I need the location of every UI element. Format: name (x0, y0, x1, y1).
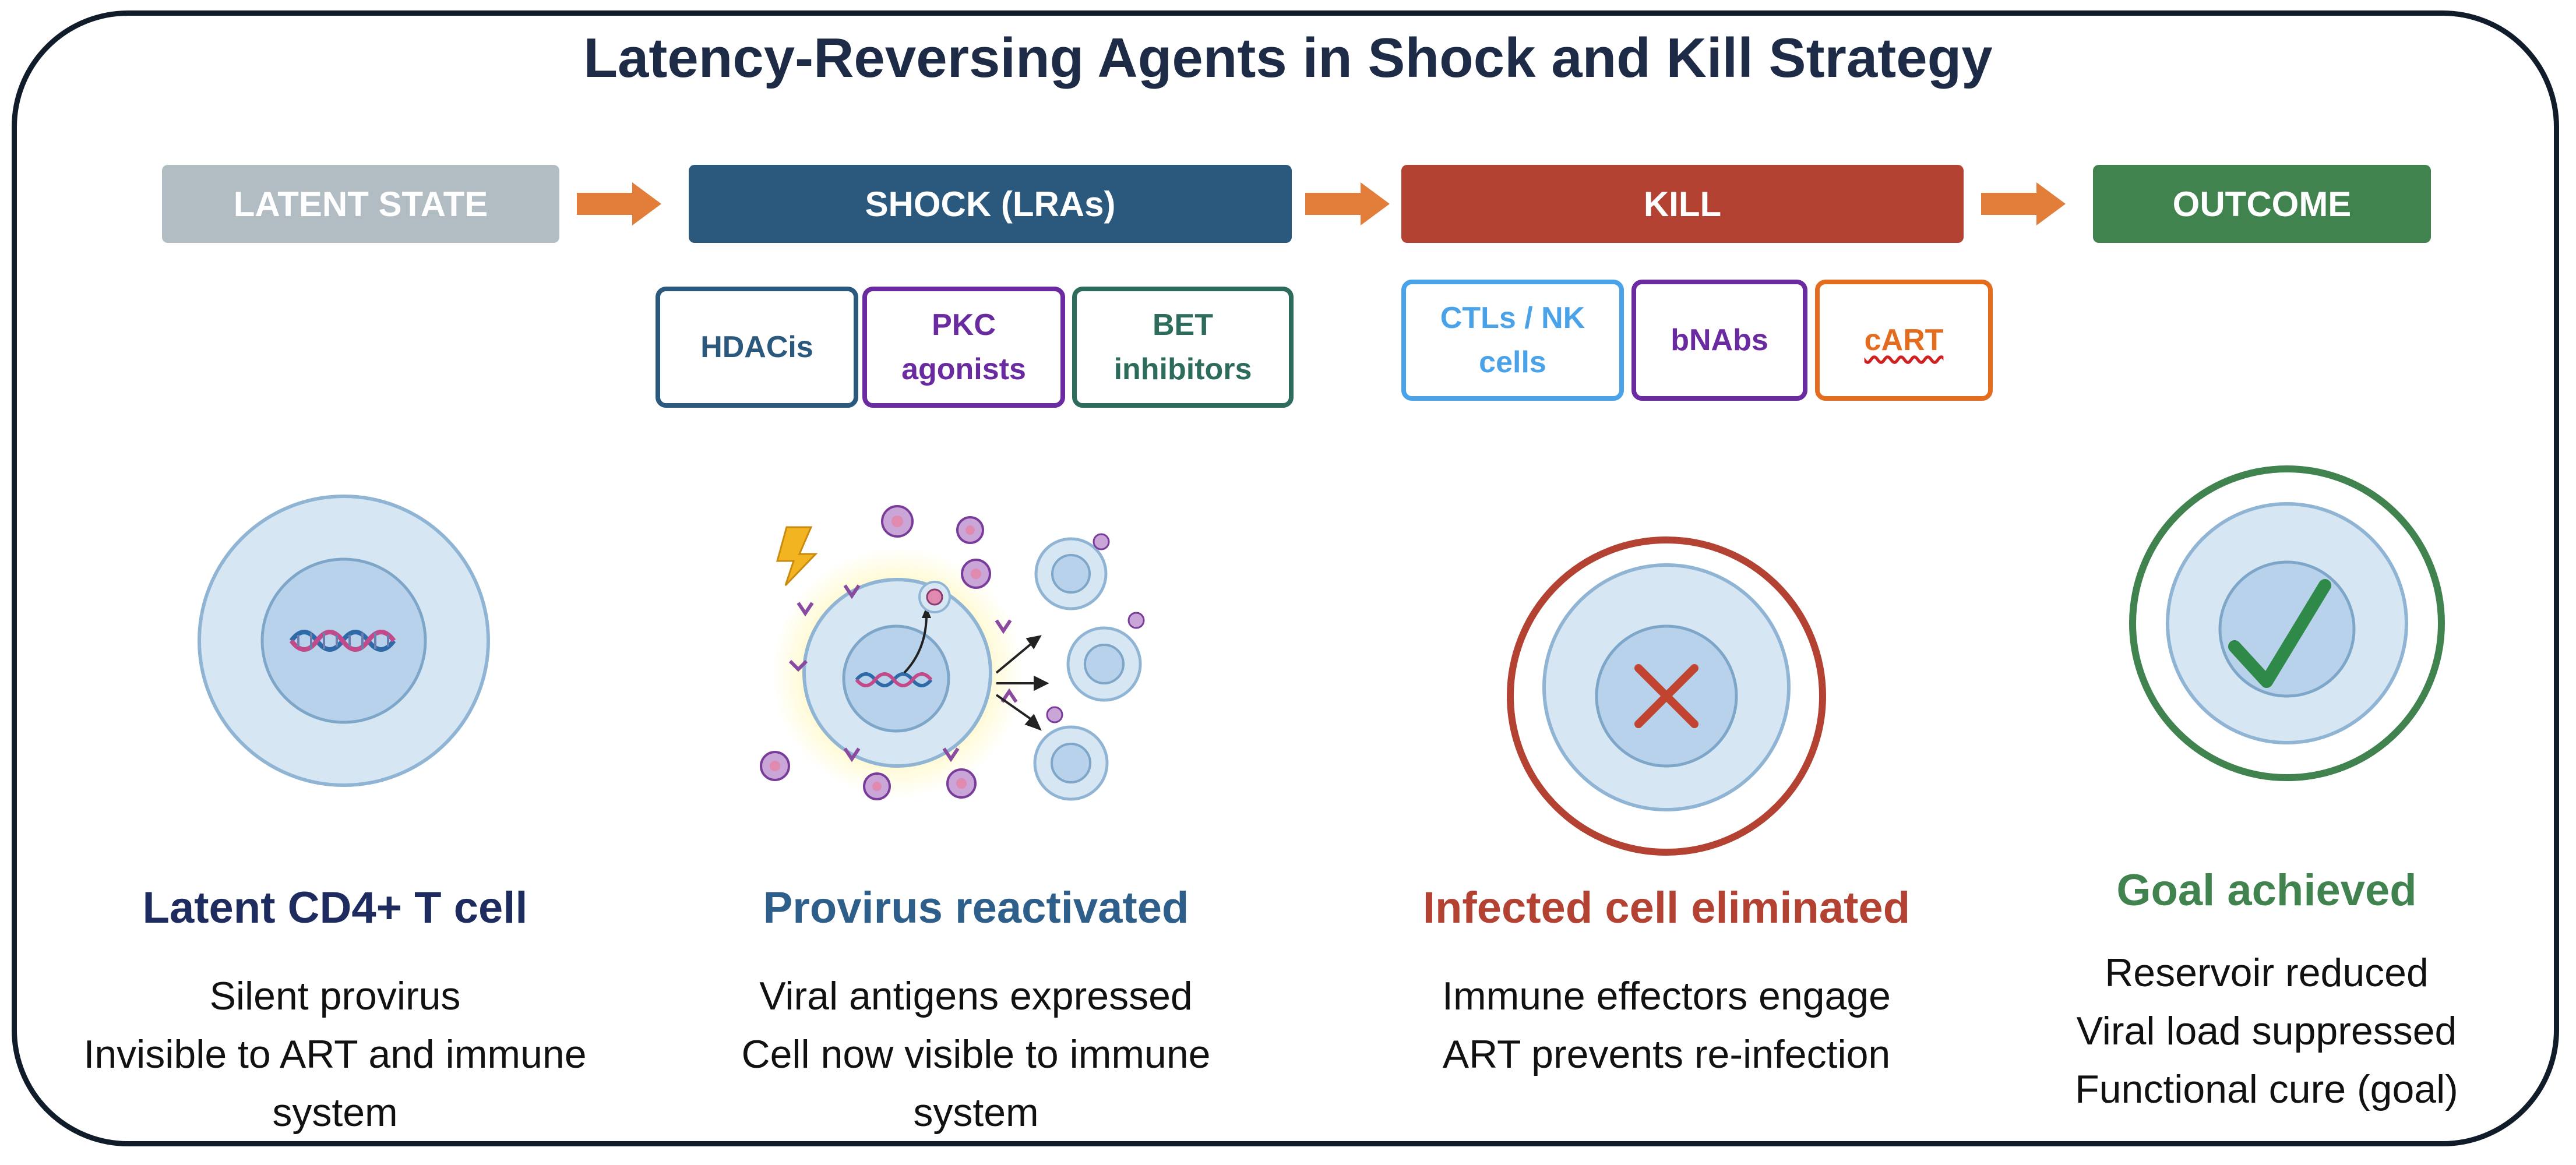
caption-line: Cell now visible to immune (741, 1032, 1211, 1076)
caption-title-shock: Provirus reactivated (763, 883, 1189, 933)
caption-title-outcome: Goal achieved (2116, 866, 2417, 915)
caption-line: Functional cure (goal) (2075, 1067, 2458, 1111)
caption-line: Immune effectors engage (1442, 974, 1891, 1018)
diagram-frame (12, 10, 2559, 1146)
caption-desc-kill: Immune effectors engage ART prevents re-… (1387, 967, 1946, 1083)
caption-line: system (913, 1090, 1039, 1135)
chip-ctls-nk-cells: CTLs / NK cells (1401, 280, 1624, 401)
arrow-right-icon (1981, 182, 2066, 225)
reactivated-cell-virions-icon (760, 505, 1145, 801)
caption-line: Viral antigens expressed (759, 974, 1193, 1018)
chip-bet-inhibitors: BET inhibitors (1072, 287, 1294, 408)
diagram-title: Latency-Reversing Agents in Shock and Ki… (583, 27, 1993, 89)
stage-latent: LATENT STATE (162, 165, 559, 243)
caption-desc-outcome: Reservoir reduced Viral load suppressed … (2028, 944, 2505, 1118)
latent-cell-dna-icon (198, 495, 490, 787)
caption-line: Silent provirus (209, 974, 461, 1018)
caption-title-kill: Infected cell eliminated (1422, 883, 1911, 933)
caption-desc-latent: Silent provirus Invisible to ART and imm… (32, 967, 638, 1142)
chip-hdacis: HDACis (656, 287, 858, 408)
caption-line: Reservoir reduced (2105, 951, 2429, 995)
stage-shock: SHOCK (LRAs) (689, 165, 1292, 243)
stage-kill: KILL (1401, 165, 1964, 243)
caption-title-latent: Latent CD4+ T cell (142, 883, 528, 933)
caption-desc-shock: Viral antigens expressed Cell now visibl… (676, 967, 1276, 1142)
chip-pkc-agonists: PKC agonists (862, 287, 1065, 408)
arrow-right-icon (577, 182, 661, 225)
caption-line: ART prevents re-infection (1442, 1032, 1891, 1076)
caption-line: system (272, 1090, 398, 1135)
chip-cart: cART (1815, 280, 1993, 401)
cell-checkmark-icon (2129, 465, 2445, 781)
chip-cart-label: cART (1864, 323, 1944, 357)
caption-line: Invisible to ART and immune (83, 1032, 587, 1076)
stage-outcome: OUTCOME (2093, 165, 2431, 243)
chip-bnabs: bNAbs (1631, 280, 1807, 401)
eliminated-cell-x-icon (1507, 536, 1826, 856)
caption-line: Viral load suppressed (2076, 1009, 2457, 1053)
arrow-right-icon (1305, 182, 1390, 225)
